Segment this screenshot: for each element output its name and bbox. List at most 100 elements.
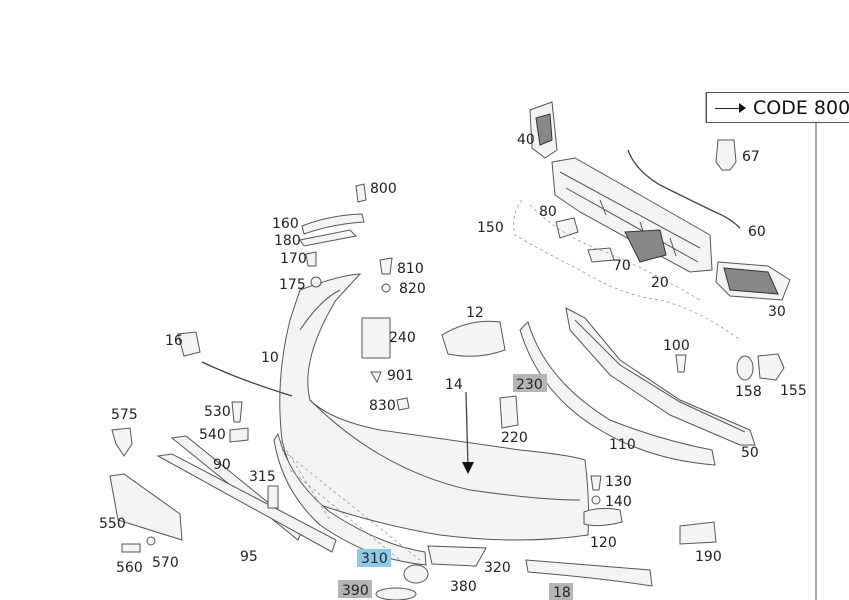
- part-530-screw: [231, 401, 243, 423]
- label-240: 240: [389, 330, 416, 346]
- label-560: 560: [116, 560, 143, 576]
- label-530: 530: [204, 404, 231, 420]
- part-14-arrowhead: [462, 462, 474, 474]
- part-540-bracket: [229, 427, 249, 443]
- label-110: 110: [609, 437, 636, 453]
- label-16: 16: [165, 333, 183, 349]
- label-830: 830: [369, 398, 396, 414]
- label-12: 12: [466, 305, 484, 321]
- label-550: 550: [99, 516, 126, 532]
- part-120-bracket: [583, 507, 623, 527]
- part-901-clip: [370, 371, 382, 384]
- label-20: 20: [651, 275, 669, 291]
- bumper-cover-edge: [299, 289, 341, 331]
- code-legend-box: CODE 800: [706, 92, 849, 123]
- label-95: 95: [240, 549, 258, 565]
- part-110-trim: [519, 321, 716, 466]
- label-14: 14: [445, 377, 463, 393]
- grille-mesh: [279, 439, 421, 561]
- label-67: 67: [742, 149, 760, 165]
- label-158: 158: [735, 384, 762, 400]
- part-20-carrier: [551, 157, 713, 273]
- part-50-detail: [574, 319, 746, 433]
- code-label: CODE 800: [753, 97, 849, 119]
- label-170: 170: [280, 251, 307, 267]
- label-30: 30: [768, 304, 786, 320]
- highlight-390: [338, 580, 372, 598]
- label-230: 230: [516, 377, 543, 393]
- part-800-bolt: [355, 183, 367, 203]
- part-830-nut: [396, 397, 410, 411]
- part-170-clip: [305, 251, 317, 267]
- label-50: 50: [741, 445, 759, 461]
- highlight-230: [513, 374, 547, 392]
- part-240-module: [361, 317, 391, 359]
- legend-arrow-line: [715, 108, 741, 109]
- part-560-screw: [121, 543, 141, 553]
- part-100-screw: [675, 354, 687, 373]
- part-158-ring: [736, 355, 754, 381]
- part-70: [587, 247, 615, 263]
- part-10-bumper-cover: [279, 273, 590, 541]
- highlight-18: [549, 583, 573, 600]
- part-30-crashbox-inner: [723, 267, 779, 295]
- part-140-washer: [591, 495, 601, 505]
- label-315: 315: [249, 469, 276, 485]
- label-310: 310: [361, 551, 388, 567]
- label-80: 80: [539, 204, 557, 220]
- label-380: 380: [450, 579, 477, 595]
- label-575: 575: [111, 407, 138, 423]
- part-550-plate: [109, 473, 183, 541]
- label-60: 60: [748, 224, 766, 240]
- part-575-clip: [111, 427, 133, 457]
- part-310-grille: [273, 432, 427, 566]
- part-150-harness: [513, 199, 741, 341]
- label-190: 190: [695, 549, 722, 565]
- part-320-bezel: [427, 545, 487, 567]
- part-130-screw: [590, 475, 602, 491]
- label-220: 220: [501, 430, 528, 446]
- bumper-cover-crease: [309, 399, 581, 501]
- label-40: 40: [517, 132, 535, 148]
- part-80: [555, 217, 579, 239]
- part-95-strip: [156, 453, 337, 553]
- part-20-carrier-block: [624, 229, 667, 263]
- part-12-tow-cover: [441, 320, 506, 357]
- label-320: 320: [484, 560, 511, 576]
- part-390-trim: [375, 587, 417, 600]
- part-16-cover: [177, 331, 201, 357]
- label-70: 70: [613, 258, 631, 274]
- label-120: 120: [590, 535, 617, 551]
- label-540: 540: [199, 427, 226, 443]
- part-14-arrow: [465, 391, 469, 469]
- part-155-sensor: [757, 353, 785, 381]
- label-180: 180: [274, 233, 301, 249]
- highlight-310: [357, 549, 391, 567]
- label-155: 155: [780, 383, 807, 399]
- legend-arrow-icon: [739, 103, 746, 113]
- label-160: 160: [272, 216, 299, 232]
- part-150-harness-branch: [529, 204, 701, 301]
- label-810: 810: [397, 261, 424, 277]
- part-380-ring: [403, 564, 429, 584]
- part-67-clip: [715, 139, 737, 171]
- label-820: 820: [399, 281, 426, 297]
- part-160-trim: [301, 213, 365, 235]
- part-220-bracket: [499, 395, 519, 429]
- label-175: 175: [279, 277, 306, 293]
- label-390: 390: [342, 583, 369, 599]
- part-570-washer: [146, 536, 156, 546]
- part-40-bracket-detail: [535, 113, 553, 146]
- part-180-bracket: [299, 229, 358, 247]
- label-130: 130: [605, 474, 632, 490]
- part-60-wire: [627, 149, 741, 229]
- part-315: [267, 485, 279, 509]
- label-18: 18: [553, 585, 571, 600]
- label-901: 901: [387, 368, 414, 384]
- part-810-bolt: [379, 257, 393, 275]
- label-140: 140: [605, 494, 632, 510]
- part-20-carrier-detail: [559, 171, 701, 263]
- part-820-washer: [381, 283, 391, 293]
